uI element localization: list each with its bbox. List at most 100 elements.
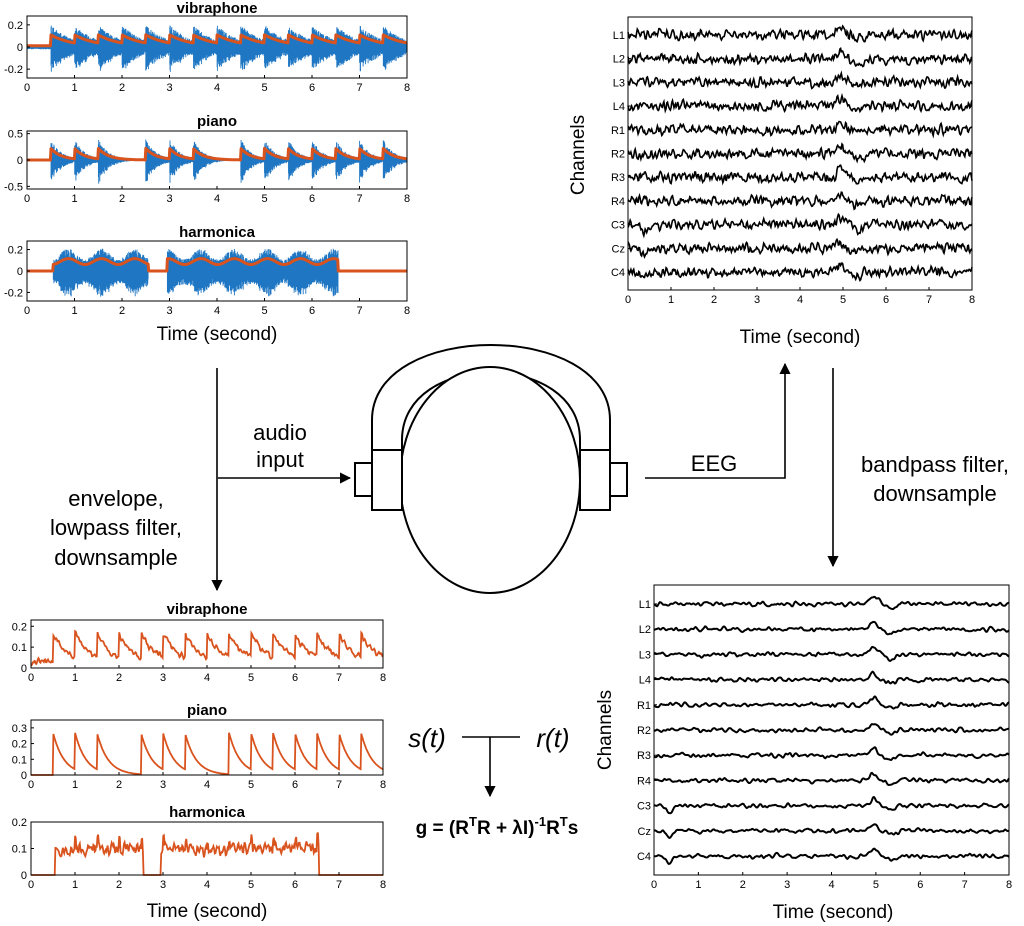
envelope-harmonica-xtick-label: 1 xyxy=(72,879,78,891)
envelope-piano-xtick-label: 3 xyxy=(160,779,166,791)
eeg-filtered-channel-label: L3 xyxy=(639,649,651,661)
eeg-filtered-xtick-label: 6 xyxy=(917,879,923,891)
eeg-raw-trace-L1 xyxy=(627,24,973,43)
audio-input-label-line1: audio xyxy=(253,420,307,445)
eeg-raw-xtick-label: 2 xyxy=(711,294,717,306)
eeg-filtered-trace-C3 xyxy=(653,796,1010,815)
envelope-vibraphone-xtick-label: 8 xyxy=(380,672,386,684)
audio-raw-piano-xtick-label: 6 xyxy=(309,193,315,205)
eeg-raw-xtick-label: 4 xyxy=(797,294,803,306)
audio-raw-title-piano: piano xyxy=(197,113,237,130)
eeg-raw-channel-label: L1 xyxy=(613,30,625,42)
audio-raw-envelope-harmonica xyxy=(26,257,408,273)
envelope-piano-xtick-label: 2 xyxy=(116,779,122,791)
envelope-piano-ytick-label: 0.1 xyxy=(12,754,27,766)
envelope-harmonica-ytick-label: 0.2 xyxy=(12,817,27,829)
audio-raw-harmonica-xtick-label: 4 xyxy=(214,305,220,317)
envelope-harmonica-xtick-label: 0 xyxy=(28,879,34,891)
headband-outer xyxy=(371,344,611,450)
eeg-filtered-channel-label: R4 xyxy=(637,775,651,787)
eeg-filtered-trace-L1 xyxy=(653,595,1010,611)
eeg-raw-trace-R4 xyxy=(627,191,973,211)
head-outline xyxy=(399,366,581,594)
audio-raw-envelope-vibraphone xyxy=(26,33,408,48)
audio-raw-piano-xtick-label: 1 xyxy=(71,193,77,205)
audio-raw-title-vibraphone: vibraphone xyxy=(177,0,258,17)
envelope-vibraphone-xtick-label: 4 xyxy=(204,672,210,684)
eeg-filtered-channel-label: C3 xyxy=(637,801,651,813)
eeg-raw-channel-label: R3 xyxy=(611,172,625,184)
audio-raw-piano-ytick-label: -0.5 xyxy=(4,181,23,193)
envelope-vibraphone-ytick-label: 0.2 xyxy=(12,621,27,633)
eeg-arrow xyxy=(645,362,791,479)
audio-raw-vibraphone-xtick-label: 6 xyxy=(309,82,315,94)
audio-raw-vibraphone-xtick-label: 8 xyxy=(404,82,410,94)
envelope-piano-xtick-label: 8 xyxy=(380,779,386,791)
envelope-xlabel: Time (second) xyxy=(147,901,268,922)
audio-raw-harmonica-xtick-label: 5 xyxy=(261,305,267,317)
headphones-illustration xyxy=(354,344,628,594)
eeg-filtered-channel-label: L2 xyxy=(639,624,651,636)
left-earcup xyxy=(371,449,403,511)
eeg-raw-trace-Cz xyxy=(627,237,973,260)
audio-raw-piano-xtick-label: 0 xyxy=(24,193,30,205)
left-earcup-pad xyxy=(354,462,373,497)
envelope-harmonica-xtick-label: 3 xyxy=(160,879,166,891)
decoder-equation: g = (RTR + λI)-1RTs xyxy=(416,814,579,839)
envelope-harmonica-xtick-label: 8 xyxy=(380,879,386,891)
envelope-piano-ytick-label: 0.2 xyxy=(12,739,27,751)
eeg-raw-xtick-label: 6 xyxy=(883,294,889,306)
envelope-harmonica-xtick-label: 7 xyxy=(336,879,342,891)
right-earcup-pad xyxy=(609,462,628,497)
envelope-step-1: envelope, xyxy=(68,486,163,511)
eeg-raw-channel-label: C4 xyxy=(611,267,625,279)
audio-raw-harmonica-ytick-label: 0 xyxy=(17,266,23,278)
eeg-filtered-channel-label: C4 xyxy=(637,851,651,863)
audio-raw-piano-xtick-label: 5 xyxy=(261,193,267,205)
eeg-raw-channel-label: L3 xyxy=(613,77,625,89)
eeg-raw-xtick-label: 3 xyxy=(754,294,760,306)
eeg-filtered-xtick-label: 1 xyxy=(695,879,701,891)
audio-raw-waveform-vibraphone xyxy=(26,25,408,72)
eeg-filtered-xtick-label: 3 xyxy=(784,879,790,891)
envelope-piano-xtick-label: 4 xyxy=(204,779,210,791)
audio-raw-vibraphone-ytick-label: 0 xyxy=(17,42,23,54)
eeg-filtered-channel-label: L4 xyxy=(639,675,651,687)
eeg-raw-xtick-label: 7 xyxy=(926,294,932,306)
audio-raw-harmonica-xtick-label: 8 xyxy=(404,305,410,317)
eeg-filtered-trace-L2 xyxy=(653,620,1010,636)
envelope-vibraphone-xtick-label: 6 xyxy=(292,672,298,684)
envelope-title-harmonica: harmonica xyxy=(169,804,246,821)
bandpass-step-1: bandpass filter, xyxy=(861,452,1009,477)
eeg-filtered-xlabel: Time (second) xyxy=(773,902,894,923)
eeg-filtered-xtick-label: 0 xyxy=(651,879,657,891)
audio-raw-vibraphone-xtick-label: 5 xyxy=(261,82,267,94)
envelope-vibraphone-ytick-label: 0 xyxy=(21,663,27,675)
eeg-raw-channel-label: R4 xyxy=(611,196,625,208)
audio-raw-vibraphone-ytick-label: -0.2 xyxy=(4,64,23,76)
eeg-filtered-xtick-label: 8 xyxy=(1006,879,1012,891)
envelope-vibraphone-xtick-label: 3 xyxy=(160,672,166,684)
eeg-filtered-trace-R4 xyxy=(654,771,1010,787)
eeg-filtered-channel-label: Cz xyxy=(638,826,651,838)
audio-raw-xlabel: Time (second) xyxy=(157,324,278,345)
audio-raw-vibraphone-xtick-label: 7 xyxy=(356,82,362,94)
envelope-piano-xtick-label: 5 xyxy=(248,779,254,791)
audio-raw-piano-xtick-label: 7 xyxy=(356,193,362,205)
envelope-vibraphone-xtick-label: 0 xyxy=(28,672,34,684)
envelope-line-vibraphone xyxy=(30,629,384,667)
eeg-raw-channel-label: L2 xyxy=(613,54,625,66)
envelope-title-vibraphone: vibraphone xyxy=(167,601,248,618)
audio-raw-piano-ytick-label: 0.5 xyxy=(8,129,23,141)
envelope-piano-xtick-label: 6 xyxy=(292,779,298,791)
envelope-line-piano xyxy=(31,732,384,776)
envelope-harmonica-xtick-label: 4 xyxy=(204,879,210,891)
audio-raw-vibraphone-ytick-label: 0.2 xyxy=(8,20,23,32)
eeg-filtered-trace-Cz xyxy=(653,823,1010,839)
audio-raw-harmonica-xtick-label: 3 xyxy=(166,305,172,317)
bandpass-step-2: downsample xyxy=(873,481,997,506)
eeg-filtered-trace-R3 xyxy=(653,746,1010,762)
